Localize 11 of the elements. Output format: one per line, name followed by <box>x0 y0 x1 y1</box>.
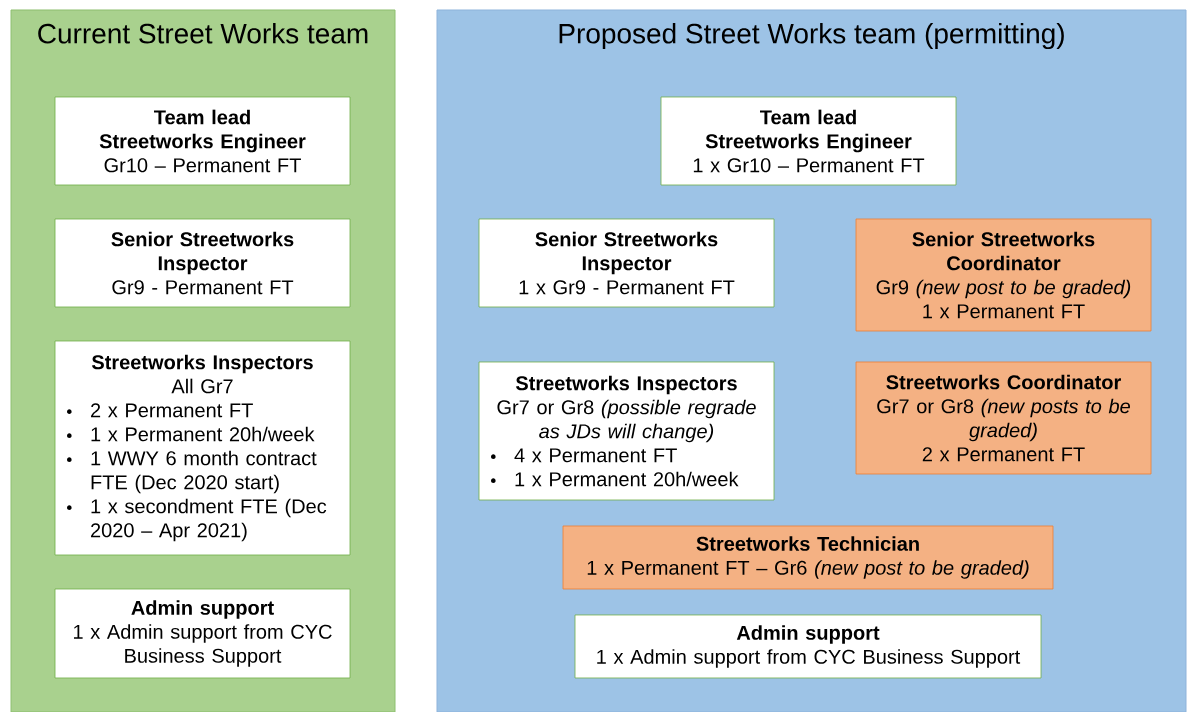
role-box: Admin support 1 x Admin support from CYC Business Support <box>574 614 1042 679</box>
role-box: Team lead Streetworks Engineer Gr10 – Permanent FT <box>54 96 351 186</box>
role-box: Team lead Streetworks Engineer 1 x Gr10 – Permanent FT <box>660 96 957 186</box>
role-box: Senior Streetworks Inspector 1 x Gr9 - Permanent FT <box>478 218 775 308</box>
role-box: Streetworks Inspectors All Gr7 2 x Permanent FT 1 x Permanent 20h/week 1 WWY 6 month contract FTE (Dec 2020 start) 1 x secondment FTE (Dec 2020 – Apr 2021) <box>54 340 351 556</box>
role-box: Streetworks Inspectors Gr7 or Gr8 (possible regrade as JDs will change) 4 x Permanent FT 1 x Permanent 20h/week <box>478 361 775 501</box>
new-role-box: Streetworks Coordinator Gr7 or Gr8 (new posts to be graded) 2 x Permanent FT <box>855 361 1152 475</box>
role-box: Senior Streetworks Inspector Gr9 - Permanent FT <box>54 218 351 308</box>
new-role-box: Streetworks Technician 1 x Permanent FT – Gr6 (new post to be graded) <box>562 525 1054 590</box>
new-role-box: Senior Streetworks Coordinator Gr9 (new post to be graded) 1 x Permanent FT <box>855 218 1152 332</box>
role-box: Admin support 1 x Admin support from CYC Business Support <box>54 588 351 679</box>
